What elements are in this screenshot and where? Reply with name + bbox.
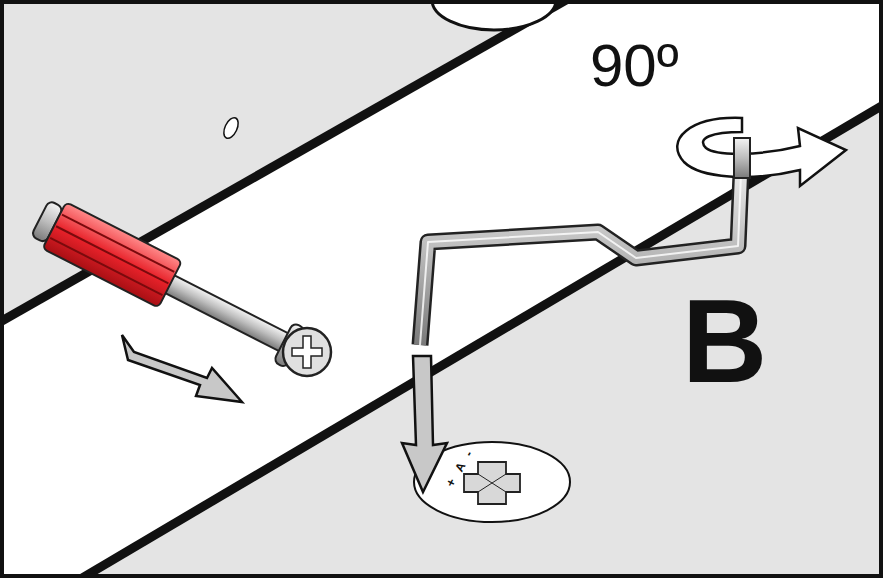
part-letter: B xyxy=(682,282,767,400)
panel-edge xyxy=(0,0,566,322)
screw-head xyxy=(283,328,331,376)
detail-bubble xyxy=(432,0,556,30)
angle-label: 90º xyxy=(590,36,679,96)
panel-edge xyxy=(82,105,883,578)
panel xyxy=(0,0,566,322)
rotation-arrow xyxy=(677,118,846,186)
hole xyxy=(221,115,241,140)
insert-arrow xyxy=(402,356,447,492)
direction-arrow xyxy=(122,335,242,402)
panel xyxy=(82,105,883,578)
allen-key-tip xyxy=(734,138,750,178)
cam-bolt xyxy=(28,195,307,372)
